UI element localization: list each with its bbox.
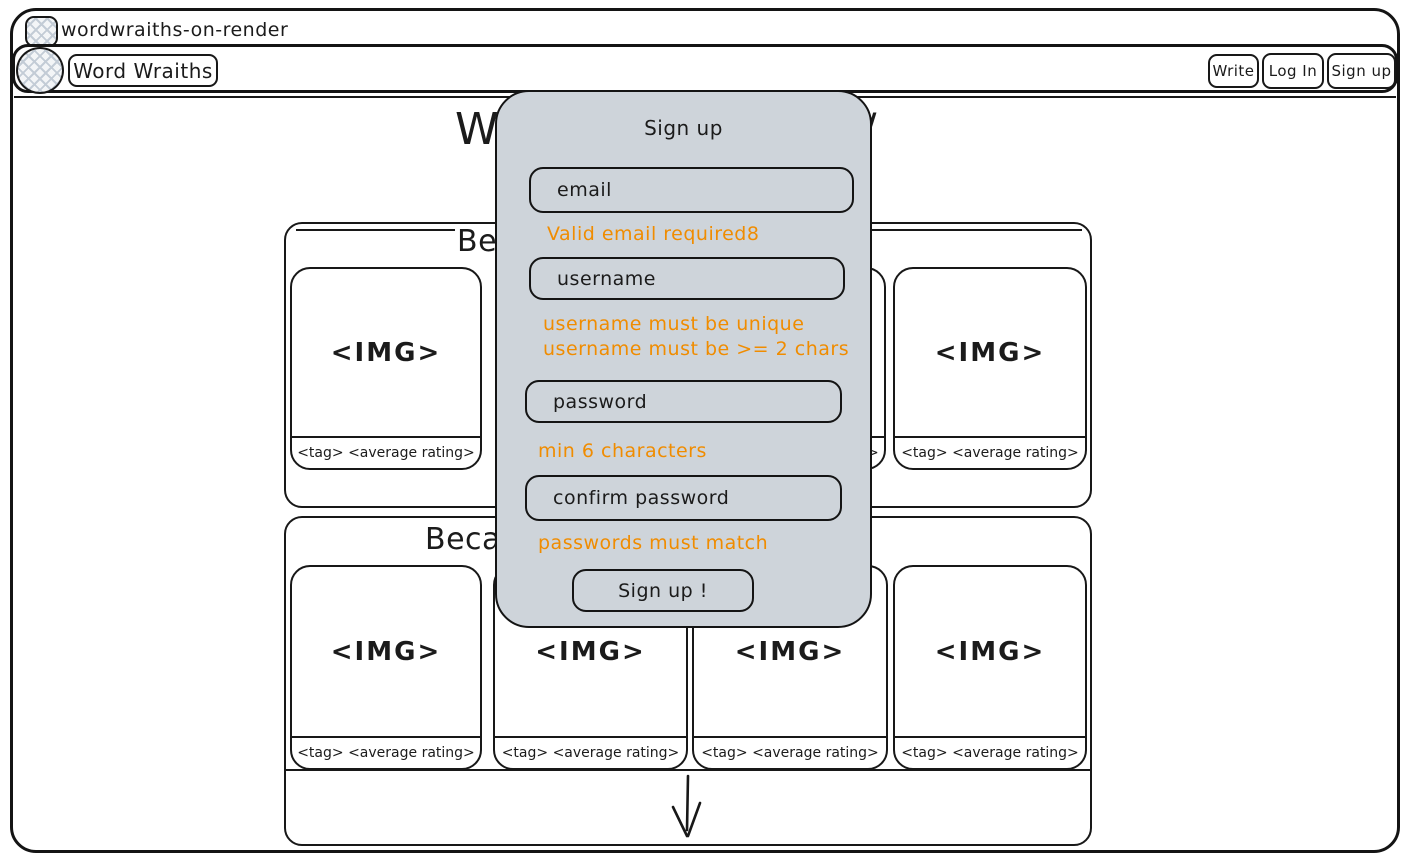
image-placeholder: <IMG> xyxy=(330,636,442,667)
card-meta: <tag> <average rating> xyxy=(292,436,480,468)
browser-window xyxy=(10,8,1400,853)
cards-bottom-divider xyxy=(286,769,1090,771)
card-meta: <tag> <average rating> xyxy=(495,736,686,768)
page-heading-fragment-left: W xyxy=(455,104,500,155)
write-button[interactable]: Write xyxy=(1208,54,1259,88)
story-card[interactable]: <IMG> <tag> <average rating> xyxy=(893,565,1087,770)
signup-nav-button[interactable]: Sign up xyxy=(1327,53,1396,89)
card-meta: <tag> <average rating> xyxy=(895,436,1085,468)
email-field[interactable] xyxy=(529,167,854,213)
password-validation-message: min 6 characters xyxy=(538,440,707,462)
section-2-title-fragment: Beca xyxy=(423,522,503,557)
modal-title: Sign up xyxy=(644,116,723,140)
scroll-down-arrow-icon[interactable] xyxy=(658,774,718,840)
site-logo-icon[interactable] xyxy=(16,47,64,94)
story-card[interactable]: <IMG> <tag> <average rating> xyxy=(692,565,888,770)
story-card[interactable]: <IMG> <tag> <average rating> xyxy=(893,267,1087,470)
navbar xyxy=(12,44,1398,93)
email-validation-message: Valid email required8 xyxy=(547,223,760,245)
username-validation-message-1: username must be unique xyxy=(543,313,805,335)
card-meta: <tag> <average rating> xyxy=(895,736,1085,768)
username-field[interactable] xyxy=(529,257,845,300)
confirm-password-validation-message: passwords must match xyxy=(538,532,769,554)
section-1-title-fragment: Be xyxy=(455,224,500,259)
signup-modal: Sign up Valid email required8 username m… xyxy=(495,90,872,628)
tab-title[interactable]: wordwraiths-on-render xyxy=(61,19,289,41)
image-placeholder: <IMG> xyxy=(330,337,442,368)
image-placeholder: <IMG> xyxy=(535,636,646,667)
story-card[interactable]: <IMG> <tag> <average rating> xyxy=(290,267,482,470)
signup-submit-button[interactable]: Sign up ! xyxy=(572,569,754,612)
brand-home-button[interactable]: Word Wraiths xyxy=(68,54,218,87)
tab-favicon-icon xyxy=(25,16,58,47)
image-placeholder: <IMG> xyxy=(934,337,1046,368)
image-placeholder: <IMG> xyxy=(734,636,846,667)
username-validation-message-2: username must be >= 2 chars xyxy=(543,338,850,360)
login-button[interactable]: Log In xyxy=(1262,53,1324,89)
image-placeholder: <IMG> xyxy=(934,636,1046,667)
password-field[interactable] xyxy=(525,380,842,423)
card-meta: <tag> <average rating> xyxy=(694,736,886,768)
confirm-password-field[interactable] xyxy=(525,475,842,521)
card-meta: <tag> <average rating> xyxy=(292,736,480,768)
story-card[interactable]: <IMG> <tag> <average rating> xyxy=(290,565,482,770)
